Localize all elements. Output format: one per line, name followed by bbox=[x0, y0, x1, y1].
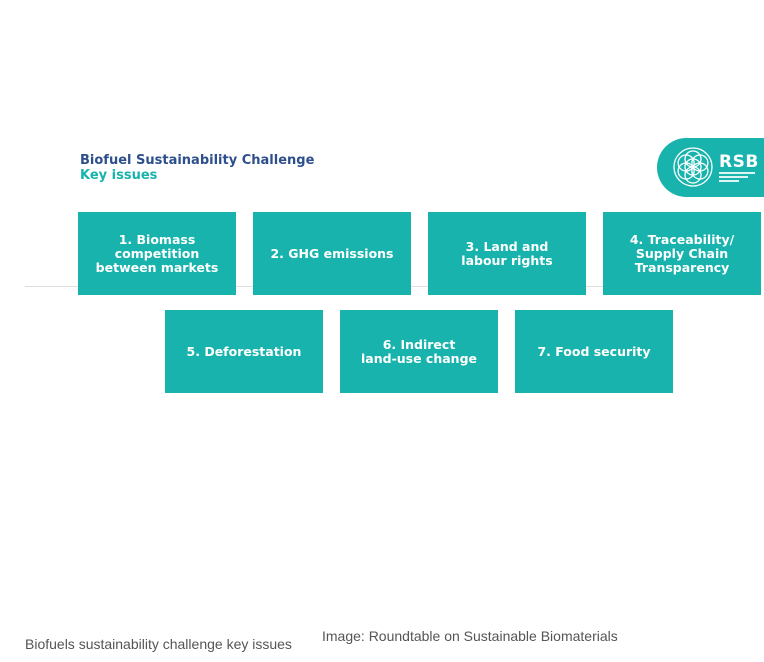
rsb-logo: RSB bbox=[657, 138, 764, 197]
issue-label: 1. Biomass competition between markets bbox=[95, 231, 219, 275]
issue-box-1: 1. Biomass competition between markets bbox=[78, 212, 236, 295]
issue-label: 4. Traceability/ Supply Chain Transparen… bbox=[629, 231, 735, 275]
issue-box-6: 6. Indirect land-use change bbox=[340, 310, 498, 393]
title-block: Biofuel Sustainability Challenge Key iss… bbox=[80, 153, 314, 183]
issue-box-5: 5. Deforestation bbox=[165, 310, 323, 393]
image-credit: Image: Roundtable on Sustainable Biomate… bbox=[322, 628, 618, 644]
issue-box-7: 7. Food security bbox=[515, 310, 673, 393]
diagram-subtitle: Key issues bbox=[80, 168, 158, 183]
issue-label: 7. Food security bbox=[537, 343, 651, 359]
issue-box-4: 4. Traceability/ Supply Chain Transparen… bbox=[603, 212, 761, 295]
flower-of-life-icon bbox=[673, 147, 713, 187]
issue-box-3: 3. Land and labour rights bbox=[428, 212, 586, 295]
issue-label: 3. Land and labour rights bbox=[461, 238, 553, 268]
diagram-title: Biofuel Sustainability Challenge bbox=[80, 153, 315, 168]
logo-text: RSB bbox=[719, 152, 759, 172]
issue-label: 5. Deforestation bbox=[186, 343, 302, 359]
logo-tagline bbox=[719, 172, 755, 184]
issue-box-2: 2. GHG emissions bbox=[253, 212, 411, 295]
figure-caption: Biofuels sustainability challenge key is… bbox=[25, 636, 292, 652]
issue-label: 2. GHG emissions bbox=[270, 245, 394, 261]
issue-label: 6. Indirect land-use change bbox=[361, 336, 477, 366]
